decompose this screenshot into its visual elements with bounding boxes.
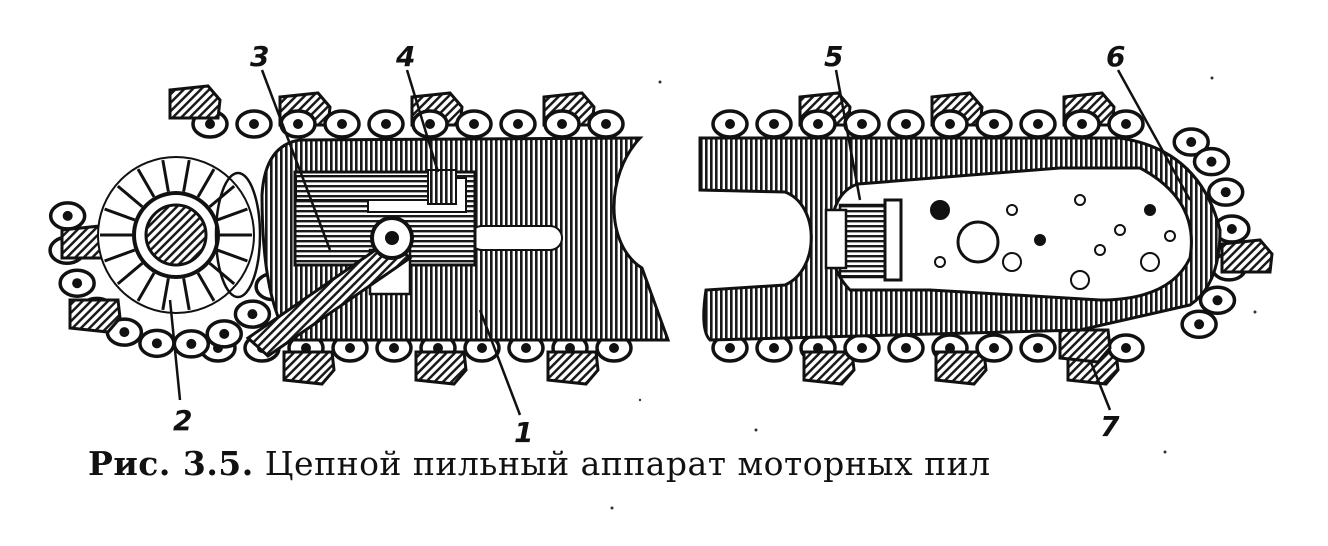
scan-specks [610, 76, 1257, 510]
left-bar-slot [469, 225, 563, 251]
tension-lever [245, 216, 414, 358]
caption-text: Цепной пильный аппарат моторных пил [264, 444, 991, 483]
figure-caption: Рис. 3.5. Цепной пильный аппарат моторны… [88, 444, 991, 483]
leader-lines [168, 69, 1192, 416]
callout-2: 2 [173, 404, 192, 437]
callout-7: 7 [1100, 410, 1120, 443]
drive-sprocket [97, 156, 262, 314]
callout-4: 4 [395, 40, 415, 73]
caption-label: Рис. 3.5. [88, 444, 254, 483]
adjusting-screw [824, 198, 903, 282]
callout-3: 3 [250, 40, 269, 73]
callout-5: 5 [824, 40, 843, 73]
nose-plate-holes [930, 194, 1176, 290]
callout-6: 6 [1106, 40, 1125, 73]
callout-1: 1 [514, 416, 533, 449]
